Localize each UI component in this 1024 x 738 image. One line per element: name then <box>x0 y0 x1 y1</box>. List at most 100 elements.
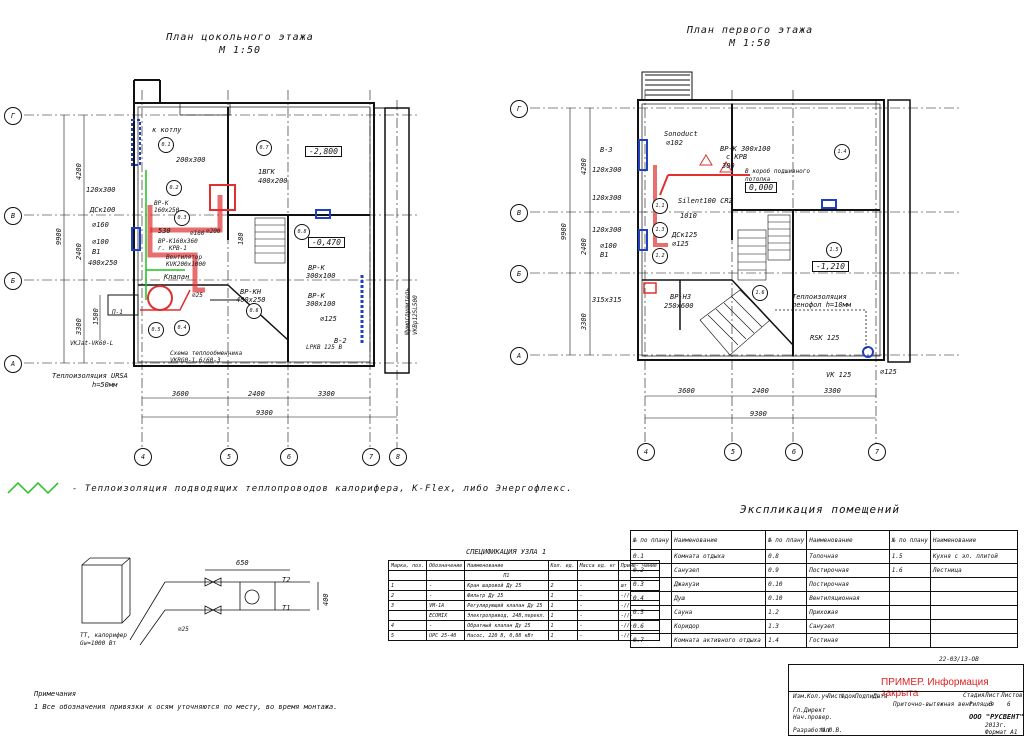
label-vent-right: Шумоглушитель <box>404 288 411 335</box>
axis-row-v-first: В <box>510 204 528 222</box>
axis-col-5: 5 <box>220 448 238 466</box>
label-v-korob: В короб подшивного <box>745 168 811 175</box>
dim-2400-first-b: 2400 <box>752 387 769 395</box>
table-cell: - <box>426 620 466 631</box>
label-b1: В1 <box>92 248 101 256</box>
spec-group: П1 <box>464 570 549 581</box>
room-tag-1-1: 1.1 <box>652 198 668 214</box>
label-120x300: 120х300 <box>86 186 116 194</box>
label-phi125-first: ⌀125 <box>672 240 689 248</box>
room-tag-1-3: 1.3 <box>652 222 668 238</box>
stamp-sheet-value: 3 <box>989 701 993 708</box>
table-cell: 1 <box>547 590 578 601</box>
level-0000: 0,000 <box>745 182 778 193</box>
label-vrk1b: 160х250 <box>154 207 180 214</box>
label-vrnz: ВР-НЗ <box>670 293 692 301</box>
stamp-razrab-name: М.Ю.В. <box>821 727 843 734</box>
table-cell: Прихожая <box>806 605 890 620</box>
notes-title: Примечания <box>34 690 77 698</box>
table-cell: 0.7 <box>629 633 673 648</box>
dim-9300-first: 9300 <box>750 410 767 418</box>
table-cell <box>929 577 1019 592</box>
stamp-nkontr: Нач.провер. <box>793 714 833 721</box>
spec-h-qty: Кол. ед. <box>547 560 578 571</box>
label-1vgk: 1ВГК <box>258 168 275 176</box>
label-vent-right2: VKBp125L500 <box>412 295 419 335</box>
label-dsk125: ДСк125 <box>672 231 698 239</box>
stamp-org: ООО "РУСВЕНТ" <box>969 713 1024 721</box>
table-cell: Комната активного отдыха <box>671 633 767 648</box>
level-minus-0470: -0,470 <box>308 237 345 248</box>
label-120x300b-first: 120х300 <box>592 194 622 202</box>
label-vrk4: ВР-К <box>308 292 325 300</box>
dim-4200: 4200 <box>75 163 83 180</box>
table-cell: - <box>576 600 619 611</box>
label-phi100: ⌀100 <box>92 238 109 246</box>
table-cell: Фильтр Ду 25 <box>464 590 549 601</box>
label-phi160: ⌀160 <box>92 221 109 229</box>
spec-h-mark: Марка, поз. <box>387 560 428 571</box>
label-vrk2: ВР-К160х360 <box>158 238 198 245</box>
room-tag-0-1: 0.1 <box>158 137 174 153</box>
table-cell: Кран шаровой Ду 25 <box>464 580 549 591</box>
label-250x600: 250х600 <box>664 302 694 310</box>
stamp-year: 2013г. <box>985 722 1007 729</box>
spec-title: СПЕЦИФИКАЦИЯ УЗЛА 1 <box>466 548 547 556</box>
spec-header-row: Марка, поз. Обозначение Наименование Кол… <box>387 560 660 571</box>
label-sonoduct: Sonoduct <box>664 130 698 138</box>
label-lpkb: LPKB 125 В <box>306 344 343 351</box>
expl-h-name2: Наименование <box>806 530 890 550</box>
insulation-legend-text: - Теплоизоляция подводящих теплопроводов… <box>72 484 573 494</box>
axis-col-4-first: 4 <box>637 443 655 461</box>
first-plan-scale: М 1:50 <box>728 38 772 49</box>
table-cell <box>888 591 931 606</box>
label-vkjat: VKJat-VK60-L <box>70 340 114 347</box>
table-cell: 0.10 <box>765 577 808 592</box>
table-cell: - <box>576 590 619 601</box>
table-cell: - <box>426 580 466 591</box>
stamp-red-note: ПРИМЕР. Информация закрыта <box>881 677 989 699</box>
dim-4200-first: 4200 <box>580 158 588 175</box>
table-cell: 0.10 <box>765 591 808 606</box>
label-300: 300 <box>722 162 735 170</box>
stamp-format: Формат А1 <box>985 729 1018 736</box>
label-rsk: RSK 125 <box>810 334 840 342</box>
table-cell: 0.4 <box>629 591 673 606</box>
label-vk125: VK 125 <box>826 371 852 379</box>
stamp-doc-code: 22-03/13-ОВ <box>939 656 979 663</box>
node-dim-650: 650 <box>236 559 249 567</box>
table-cell: 1.2 <box>765 605 808 620</box>
axis-col-8: 8 <box>389 448 407 466</box>
table-cell: Насос, 220 В, 0,08 кВт <box>464 630 549 641</box>
table-cell: 1.5 <box>888 549 931 564</box>
table-cell: ECOMIX <box>426 610 466 621</box>
room-tag-1-5: 1.5 <box>826 242 842 258</box>
label-120x300-first: 120х300 <box>592 166 622 174</box>
label-insul2: h=50мм <box>92 381 118 389</box>
dim-3300b: 3300 <box>318 390 335 398</box>
spec-h-name: Наименование <box>464 560 549 571</box>
table-cell: Электропривод, 24В,перекл. <box>464 610 549 621</box>
first-plan-lines <box>530 71 960 445</box>
dim-2400-first: 2400 <box>580 238 588 255</box>
spec-h-oboz: Обозначение <box>426 560 466 571</box>
basement-plan-title: План цокольного этажа <box>166 32 314 43</box>
axis-col-6: 6 <box>280 448 298 466</box>
stamp-col-ndoc: №док <box>841 693 856 700</box>
table-cell: VM-1A <box>426 600 466 611</box>
table-cell: 5 <box>387 630 428 641</box>
basement-plan-lines <box>24 79 420 450</box>
axis-col-7: 7 <box>362 448 380 466</box>
table-cell <box>888 633 931 648</box>
table-cell: Джакузи <box>671 577 767 592</box>
label-s-krv: с КРВ <box>726 153 748 161</box>
label-insul: Теплоизоляция URSA <box>52 372 128 380</box>
table-cell: Вентиляционная <box>806 591 890 606</box>
first-plan-title: План первого этажа <box>686 25 814 36</box>
table-cell: 4 <box>387 620 428 631</box>
